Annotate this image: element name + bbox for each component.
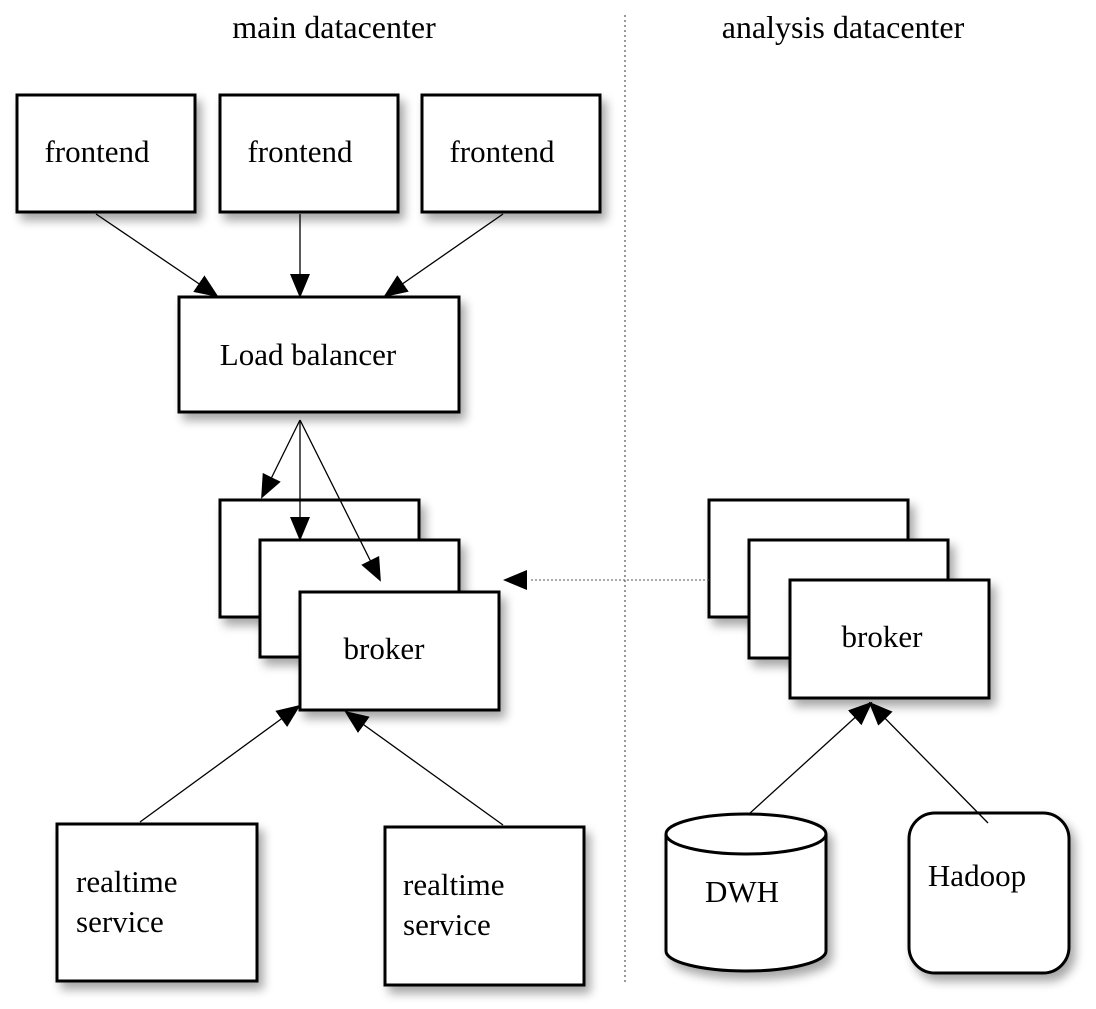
realtime-service-label-line1: realtime: [76, 864, 178, 899]
load-balancer-label: Load balancer: [220, 337, 397, 372]
realtime-service-box-2[interactable]: realtime service: [383, 825, 586, 987]
realtime-service-label-line1: realtime: [403, 867, 505, 902]
frontend-box-3[interactable]: frontend: [420, 93, 602, 214]
arrow-realtime2-to-broker: [344, 710, 504, 826]
arrow-hadoop-to-broker: [868, 701, 989, 824]
analysis-datacenter-title: analysis datacenter: [722, 9, 965, 45]
arrow-frontend3-to-lb: [383, 213, 504, 298]
realtime-service-label-line2: service: [403, 907, 491, 942]
frontend-label: frontend: [247, 134, 353, 169]
arrow-lb-to-broker-front: [299, 419, 381, 582]
database-icon: [664, 834, 828, 973]
frontend-box-2[interactable]: frontend: [218, 93, 400, 214]
arrow-lb-to-broker-back: [261, 419, 301, 499]
realtime-service-label-line2: service: [76, 904, 164, 939]
hadoop-label: Hadoop: [928, 858, 1026, 893]
replication-arrowhead: [503, 570, 527, 590]
hadoop-box[interactable]: Hadoop: [907, 811, 1071, 975]
main-broker-label: broker: [344, 631, 426, 666]
dwh-label: DWH: [705, 874, 779, 909]
broker-instance-front: [298, 590, 501, 712]
frontend-box-1[interactable]: frontend: [15, 93, 197, 214]
analysis-broker-label: broker: [842, 619, 924, 654]
analysis-broker-stack[interactable]: broker: [707, 498, 991, 700]
arrow-frontend1-to-lb: [95, 213, 219, 298]
load-balancer-box[interactable]: Load balancer: [177, 295, 461, 414]
frontend-label: frontend: [449, 134, 555, 169]
main-broker-stack[interactable]: broker: [218, 498, 501, 712]
realtime-service-box-1[interactable]: realtime service: [55, 822, 259, 983]
frontend-label: frontend: [44, 134, 150, 169]
main-datacenter-title: main datacenter: [232, 9, 436, 45]
dwh-database[interactable]: DWH: [664, 812, 828, 973]
arrow-dwh-to-broker: [748, 701, 873, 815]
broker-instance-front: [788, 578, 991, 700]
arrow-realtime1-to-broker: [139, 704, 301, 823]
